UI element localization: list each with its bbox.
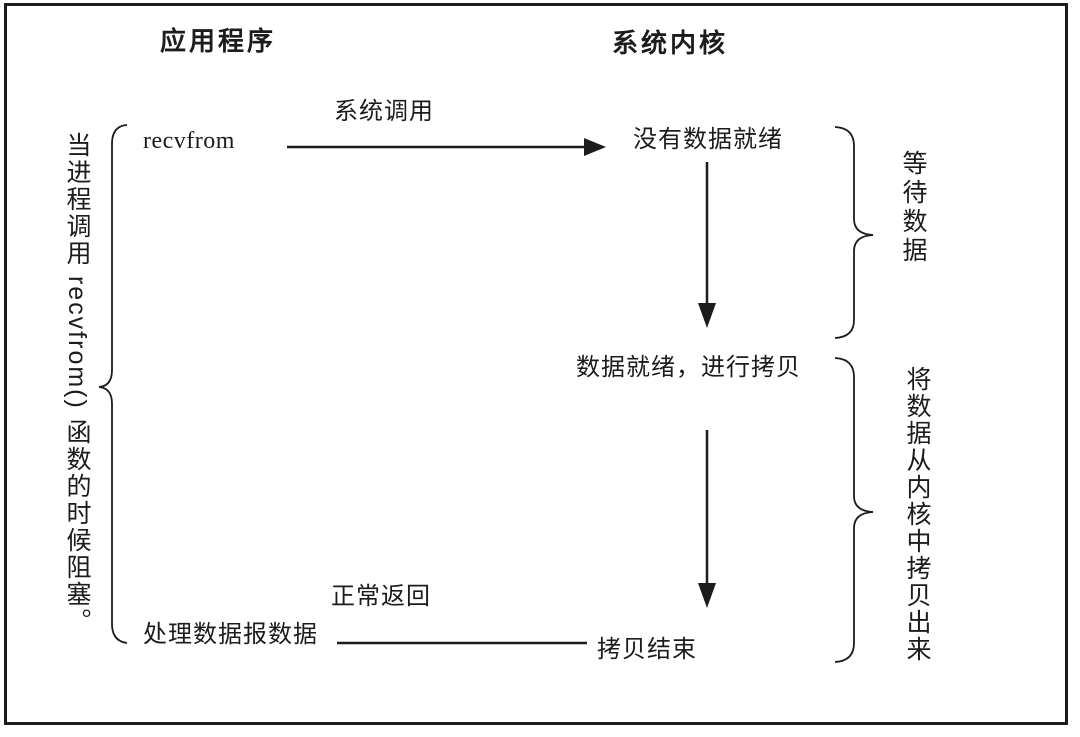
- node-recvfrom: recvfrom: [143, 128, 235, 154]
- node-no-data-ready: 没有数据就绪: [633, 126, 783, 153]
- copy-arrowhead-icon: [698, 583, 716, 608]
- blocking-side-note: 当进程调用 recvfrom() 函数的时候阻塞。: [63, 132, 91, 635]
- wait-data-brace: [834, 126, 874, 339]
- normal-return-label: 正常返回: [331, 583, 431, 610]
- wait-data-brace-label: 等待数据: [899, 150, 927, 266]
- application-column-header: 应用程序: [160, 26, 277, 56]
- copy-from-kernel-brace: [834, 357, 874, 663]
- system-call-label: 系统调用: [334, 98, 434, 125]
- copy-from-kernel-brace-label: 将数据从内核中拷贝出来: [903, 366, 931, 663]
- system-call-arrowhead-icon: [584, 138, 606, 156]
- kernel-column-header: 系统内核: [612, 28, 729, 58]
- node-copy-done: 拷贝结束: [597, 636, 697, 663]
- wait-arrowhead-icon: [698, 303, 716, 328]
- node-data-ready-copy: 数据就绪，进行拷贝: [576, 354, 801, 381]
- node-process-datagram: 处理数据报数据: [143, 621, 318, 648]
- application-blocking-brace: [98, 124, 128, 644]
- diagram-border: [4, 3, 1068, 725]
